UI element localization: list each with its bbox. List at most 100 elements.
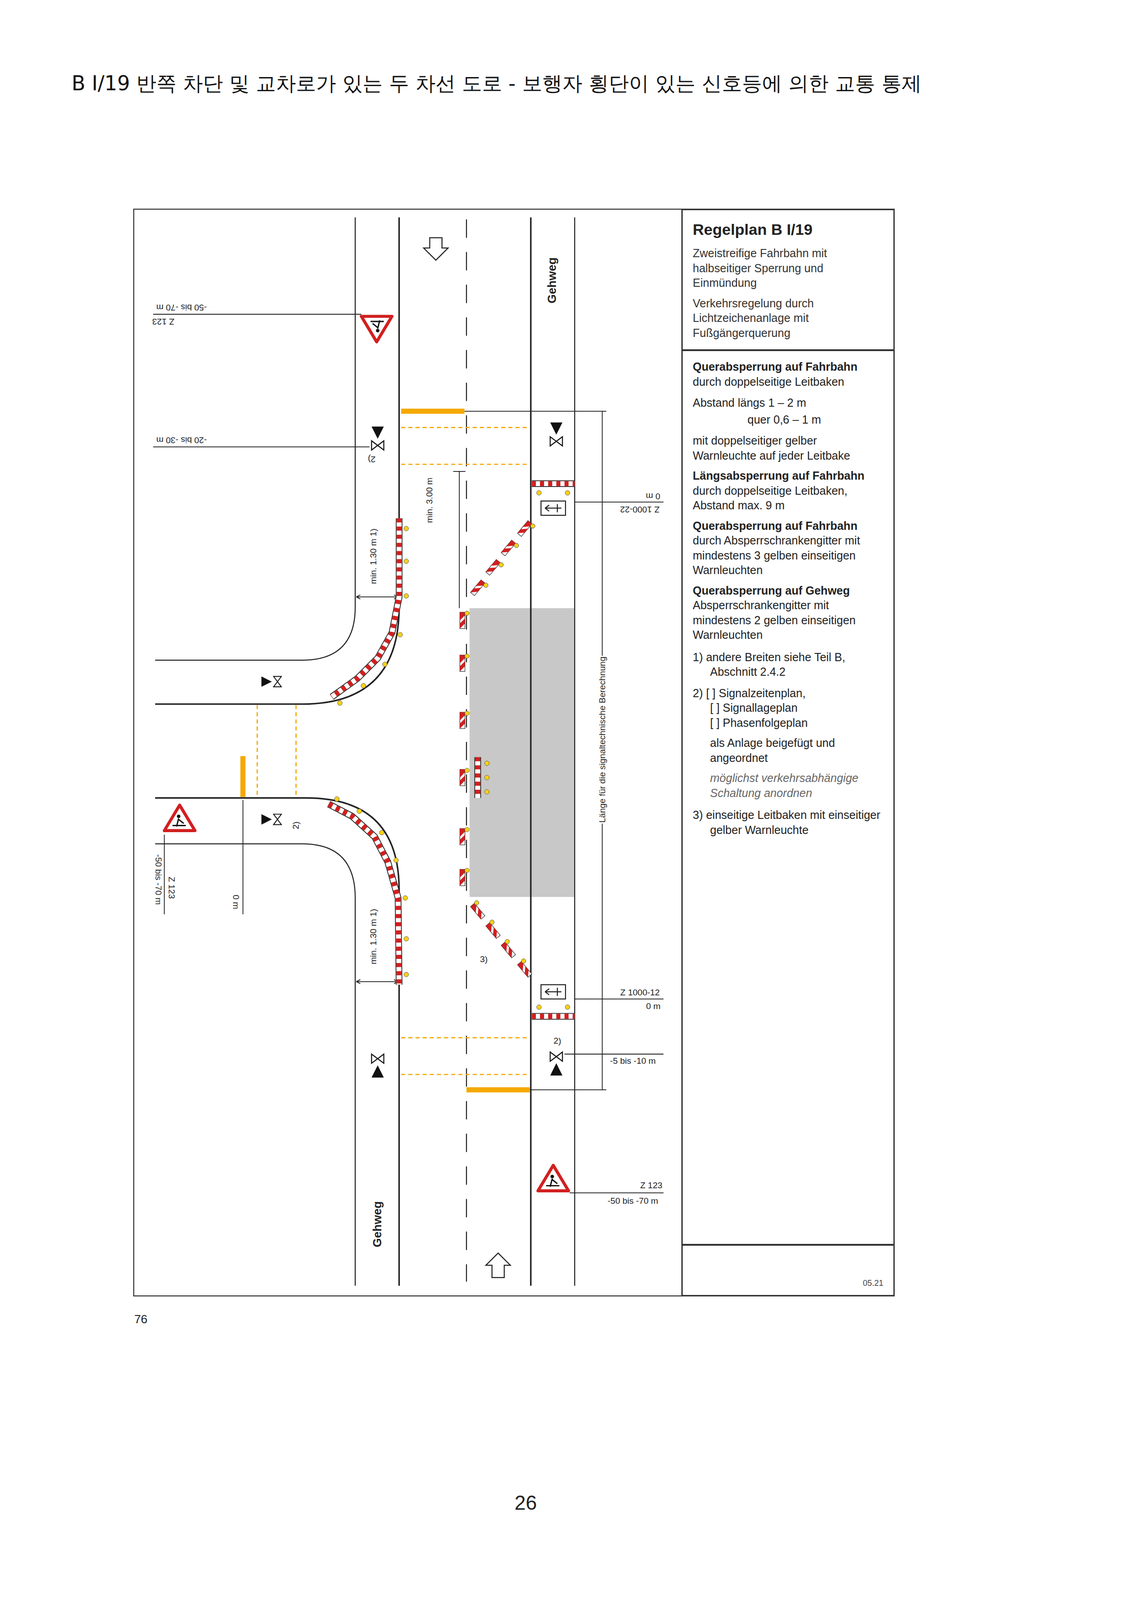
body-text: Verkehrsregelung durch Lichtzeichenanlag…: [692, 295, 884, 341]
warning-lamp: [361, 683, 366, 689]
dimension-line: [453, 471, 466, 473]
body-text: Absperrschrankengitter mit mindestens 2 …: [692, 597, 884, 643]
page-number: 26: [513, 1492, 538, 1514]
crossing-line: [256, 705, 259, 797]
body-text: 1) andere Breiten siehe Teil B, Abschnit…: [692, 649, 884, 680]
guide-beacon: [485, 558, 505, 579]
crossing-line: [401, 1073, 530, 1076]
leader-line: [574, 501, 664, 503]
barrier-fences: [328, 483, 575, 1017]
warning-lamp: [536, 1005, 542, 1010]
guide-beacon: [459, 827, 470, 845]
pedestrian-crossings: [257, 427, 530, 1075]
warning-lamp: [484, 761, 490, 766]
guide-beacon: [459, 710, 470, 729]
traffic-signal: [549, 1052, 563, 1076]
warning-lamp: [337, 700, 343, 706]
guide-beacon: [459, 611, 470, 629]
body-text: möglichst verkehrsabhängige Schaltung an…: [692, 770, 884, 801]
roadwork-signs: [164, 316, 569, 1192]
warning-lamp: [404, 936, 409, 942]
dimension-line: [458, 471, 460, 609]
warning-lamp: [404, 526, 409, 531]
warning-lamp: [404, 593, 409, 599]
traffic-signal: [371, 426, 384, 450]
guide-beacon: [459, 868, 470, 886]
heading-text: Längsabsperrung auf Fahrbahn: [692, 468, 884, 484]
sidewalk-edge: [574, 217, 576, 1287]
traffic-signal: [371, 1054, 384, 1078]
traffic-signal: [549, 422, 563, 446]
area-label: Gehweg: [545, 256, 559, 305]
guide-beacon: [517, 519, 537, 540]
dimension-label: Länge für die signaltechnische Berechnun…: [597, 655, 608, 824]
dimension-label: 2): [291, 820, 301, 831]
warning-lamp: [357, 809, 362, 814]
leader-line: [163, 835, 165, 915]
body-text: 3) einseitige Leitbaken mit einseitiger …: [692, 807, 884, 838]
heading-text: Querabsperrung auf Fahrbahn: [692, 518, 884, 534]
warning-lamp: [397, 632, 403, 638]
dimension-label: min. 3.00 m: [425, 476, 435, 524]
stop-line: [466, 1087, 530, 1093]
dimension-label: -50 bis -70 m: [155, 302, 208, 312]
direction-arrow: [423, 237, 449, 260]
detour-sign: [540, 501, 566, 516]
leader-line: [153, 313, 362, 315]
direction-arrow: [485, 1253, 511, 1278]
barrier-fence: [531, 483, 575, 485]
plan-frame: [133, 209, 895, 1297]
stop-lines: [243, 411, 530, 1090]
center-line: [466, 219, 467, 1282]
traffic-signals: [261, 422, 563, 1078]
guide-beacons: [459, 519, 536, 978]
dimension-label: 2): [552, 1036, 563, 1046]
dimension-label: Z 123: [639, 1181, 664, 1191]
title-box: Regelplan B I/19Zweistreifige Fahrbahn m…: [681, 209, 895, 351]
body-text: quer 0,6 – 1 m: [692, 412, 884, 428]
leader-line: [153, 446, 370, 448]
body-text: Zweistreifige Fahrbahn mit halbseitiger …: [692, 245, 884, 291]
crossing-line: [401, 463, 530, 466]
leader-line: [569, 1192, 664, 1194]
roadwork-sign: [538, 1165, 569, 1192]
barrier-fence: [328, 804, 400, 985]
leader-line: [574, 998, 664, 1000]
guide-beacon: [459, 768, 470, 786]
warning-lamp: [404, 972, 409, 977]
leader-line: [564, 1053, 664, 1055]
guide-beacon: [500, 938, 519, 959]
stop-line: [240, 756, 246, 798]
dimension-label: 0 m: [645, 491, 662, 501]
guide-beacon: [459, 653, 470, 672]
warning-lamp: [484, 789, 490, 794]
warning-lamp: [536, 490, 542, 496]
barrier-fence: [531, 1016, 575, 1017]
guide-beacon: [469, 899, 489, 920]
heading-text: Regelplan B I/19: [692, 219, 884, 240]
dimension-lines: [153, 314, 664, 1194]
heading-text: Querabsperrung auf Fahrbahn: [692, 359, 884, 375]
sidewalk-edge: [155, 844, 356, 1287]
guide-beacon: [470, 579, 490, 599]
legend-box: Querabsperrung auf Fahrbahndurch doppels…: [681, 350, 895, 1246]
curb-line: [529, 217, 532, 1287]
warning-lamps: [334, 490, 570, 1010]
body-text: mit doppelseitiger gelber Warnleuchte au…: [692, 433, 884, 463]
dimension-label: -5 bis -10 m: [609, 1056, 657, 1066]
guide-beacon: [501, 539, 520, 559]
guide-beacon: [485, 919, 504, 940]
detour-sign: [544, 504, 562, 513]
dimension-label: 3): [478, 954, 489, 965]
page-title: B I/19 반쪽 차단 및 교차로가 있는 두 차선 도로 - 보행자 횡단이…: [71, 70, 922, 98]
crossing-line: [401, 1037, 530, 1039]
body-text: [ ] Phasenfolgeplan: [692, 715, 884, 731]
date-box: 05.21: [681, 1245, 895, 1297]
curb-line: [155, 798, 400, 1287]
dimension-label: Z 123: [151, 316, 176, 327]
detour-sign: [540, 985, 566, 1000]
barrier-fence: [477, 757, 478, 799]
warning-lamp: [334, 796, 339, 802]
warning-lamp: [379, 830, 384, 836]
